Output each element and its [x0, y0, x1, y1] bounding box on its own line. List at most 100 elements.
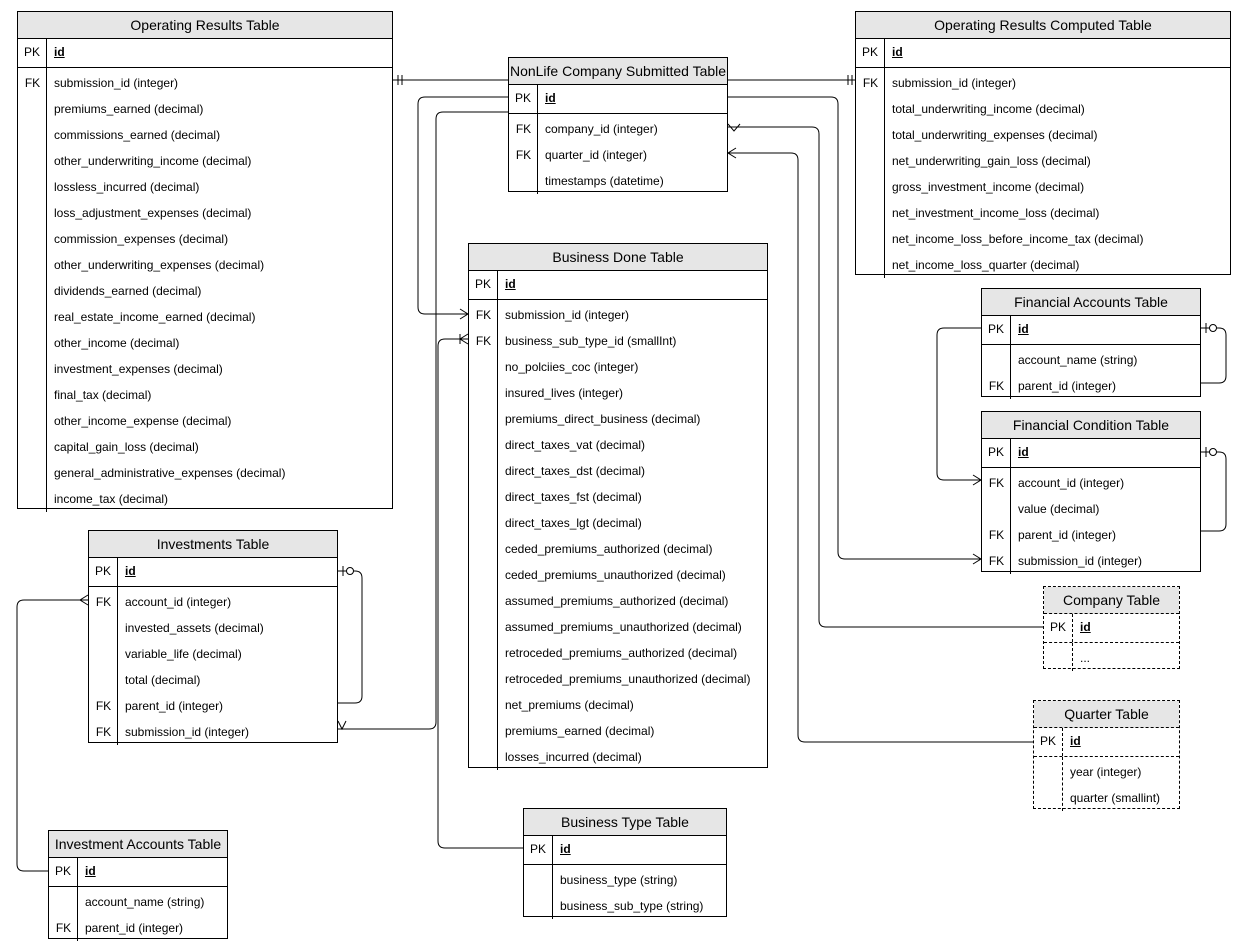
field-list: FK submission_id (integer) premiums_earned…	[18, 68, 392, 512]
field-row: retroceded_premiums_authorized (decimal)	[469, 640, 767, 666]
field-row: other_income (decimal)	[18, 330, 392, 356]
key-type-label	[469, 380, 498, 406]
field-name: final_tax (decimal)	[54, 388, 152, 402]
rel-investment-accounts	[16, 599, 88, 872]
table-title: Operating Results Table	[18, 12, 392, 39]
key-type-label: FK	[515, 148, 532, 162]
field-row: final_tax (decimal)	[18, 382, 392, 408]
field-row: premiums_earned (decimal)	[18, 96, 392, 122]
key-type-label	[856, 122, 885, 148]
field-name: parent_id (integer)	[125, 699, 224, 713]
key-type-label: FK	[95, 699, 112, 713]
key-type-label	[509, 168, 538, 194]
table-title: Investments Table	[89, 531, 337, 558]
key-type-label: FK	[24, 76, 41, 90]
field-name: id	[560, 842, 571, 856]
field-name: submission_id (integer)	[1018, 554, 1143, 568]
field-name: submission_id (integer)	[54, 76, 179, 90]
field-row: net_income_loss_quarter (decimal)	[856, 252, 1230, 278]
key-type-label	[856, 226, 885, 252]
key-type-label	[18, 226, 47, 252]
field-name: loss_adjustment_expenses (decimal)	[54, 206, 252, 220]
field-name: dividends_earned (decimal)	[54, 284, 202, 298]
key-type-label	[469, 510, 498, 536]
table-title: NonLife Company Submitted Table	[509, 58, 727, 85]
key-type-label	[469, 744, 498, 770]
rel-investments-self	[338, 570, 363, 704]
field-name: quarter (smallint)	[1070, 791, 1161, 805]
table-title: Investment Accounts Table	[49, 831, 227, 858]
key-type-label	[982, 347, 1011, 373]
key-column-divider	[1034, 757, 1063, 811]
key-type-label	[469, 692, 498, 718]
field-list: ...	[1044, 643, 1179, 671]
field-row: year (integer)	[1034, 759, 1179, 785]
key-type-label	[89, 615, 118, 641]
key-column-divider	[49, 887, 78, 941]
field-name: net_premiums (decimal)	[505, 698, 634, 712]
key-type-label: FK	[95, 725, 112, 739]
key-type-label	[469, 562, 498, 588]
key-type-label	[18, 252, 47, 278]
field-name: timestamps (datetime)	[545, 174, 664, 188]
key-type-label	[469, 406, 498, 432]
field-row: gross_investment_income (decimal)	[856, 174, 1230, 200]
field-row: ...	[1044, 645, 1179, 671]
key-type-label	[524, 893, 553, 919]
table-title: Business Done Table	[469, 244, 767, 271]
field-row: premiums_direct_business (decimal)	[469, 406, 767, 432]
field-name: net_income_loss_quarter (decimal)	[892, 258, 1080, 272]
field-row: quarter (smallint)	[1034, 785, 1179, 811]
field-name: id	[1018, 322, 1029, 336]
rel-financial-accounts	[936, 327, 981, 481]
table-title: Operating Results Computed Table	[856, 12, 1230, 39]
field-name: insured_lives (integer)	[505, 386, 624, 400]
table-title: Business Type Table	[524, 809, 726, 836]
field-row: timestamps (datetime)	[509, 168, 727, 194]
rel-financial-condition-submission	[728, 96, 981, 560]
field-name: net_investment_income_loss (decimal)	[892, 206, 1100, 220]
field-name: quarter_id (integer)	[545, 148, 648, 162]
field-row: general_administrative_expenses (decimal…	[18, 460, 392, 486]
key-type-label: PK	[89, 558, 118, 586]
field-name: account_id (integer)	[125, 595, 232, 609]
field-row: direct_taxes_dst (decimal)	[469, 458, 767, 484]
field-row: investment_expenses (decimal)	[18, 356, 392, 382]
field-name: submission_id (integer)	[125, 725, 250, 739]
field-name: year (integer)	[1070, 765, 1142, 779]
field-row: ceded_premiums_unauthorized (decimal)	[469, 562, 767, 588]
field-row: insured_lives (integer)	[469, 380, 767, 406]
field-row: ceded_premiums_authorized (decimal)	[469, 536, 767, 562]
rel-investments-submission	[338, 111, 508, 730]
field-name: direct_taxes_lgt (decimal)	[505, 516, 642, 530]
key-type-label	[18, 174, 47, 200]
field-name: commissions_earned (decimal)	[54, 128, 221, 142]
key-type-label	[856, 174, 885, 200]
key-type-label	[469, 484, 498, 510]
key-column-divider	[509, 114, 538, 194]
field-row: lossless_incurred (decimal)	[18, 174, 392, 200]
key-type-label	[469, 354, 498, 380]
field-name: invested_assets (decimal)	[125, 621, 264, 635]
table-title: Financial Condition Table	[982, 412, 1200, 439]
rel-company	[728, 126, 1043, 628]
field-row: net_premiums (decimal)	[469, 692, 767, 718]
field-name: retroceded_premiums_authorized (decimal)	[505, 646, 738, 660]
key-type-label	[524, 867, 553, 893]
key-type-label	[469, 536, 498, 562]
